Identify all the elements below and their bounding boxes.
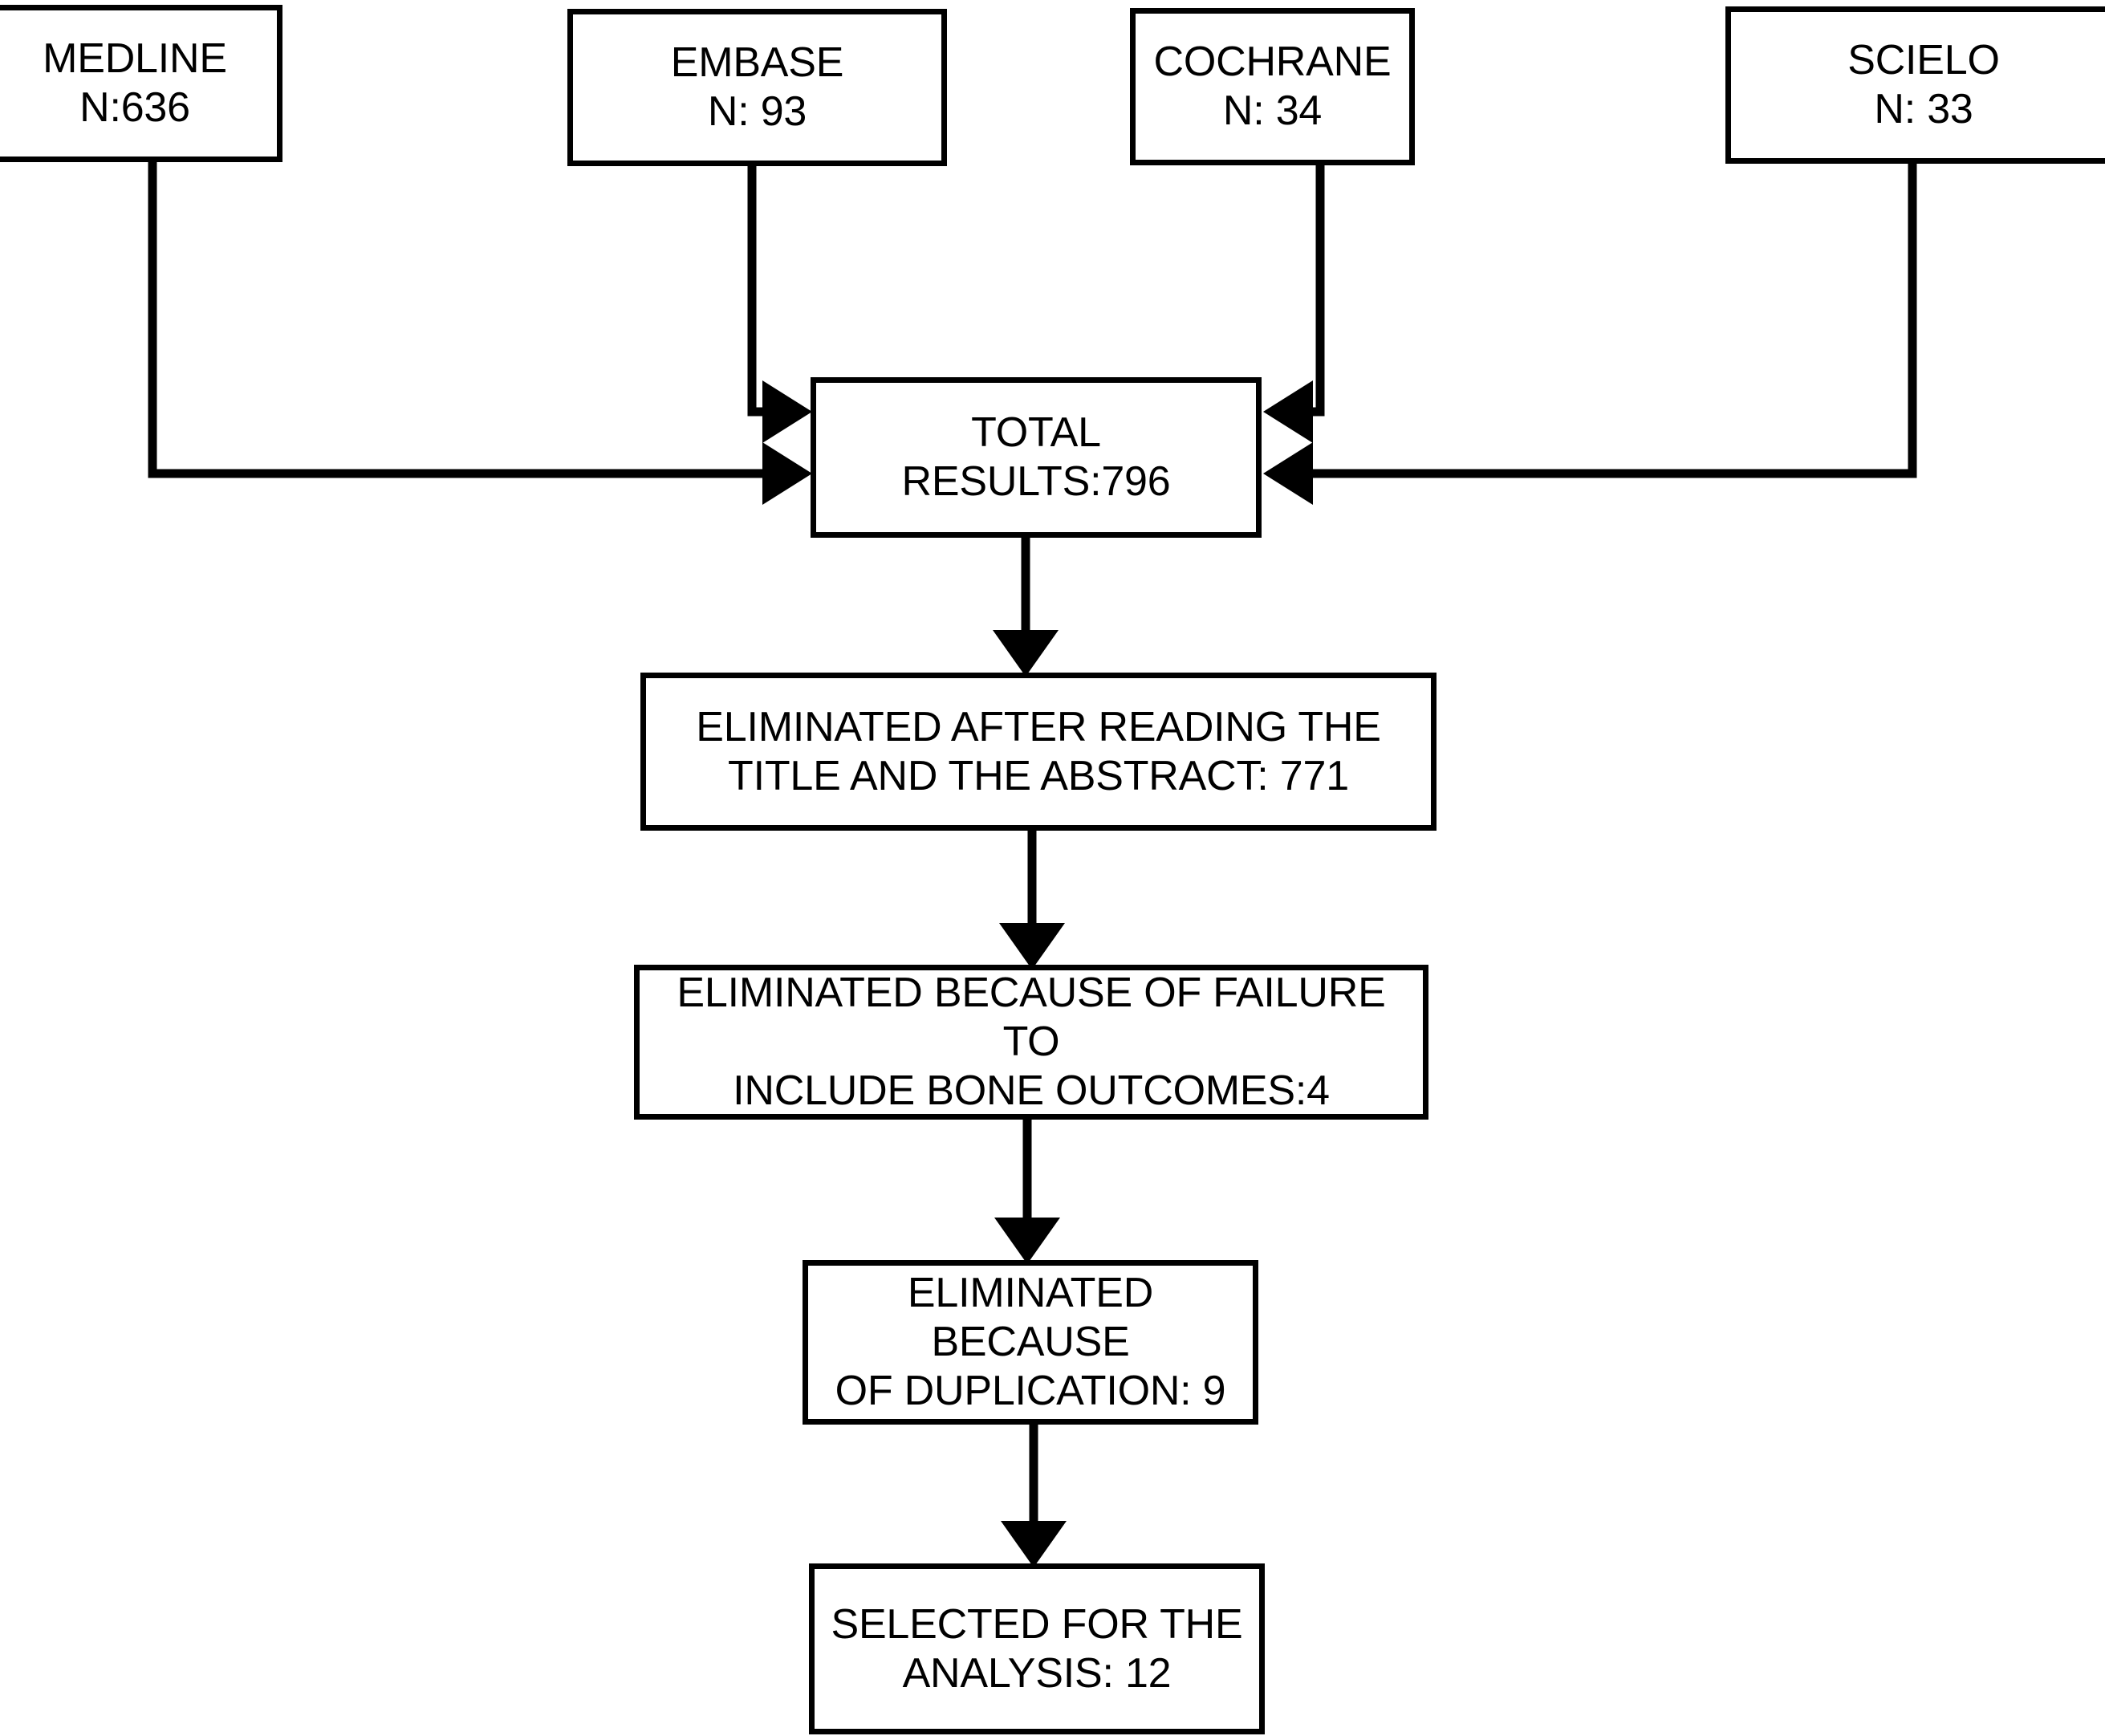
source-box-medline[interactable]: MEDLINE N:636 — [0, 5, 282, 162]
arrowhead-elim-dup-to-selected — [1001, 1521, 1067, 1567]
arrowhead-embase-to-total — [762, 380, 812, 443]
arrowhead-medline-to-total — [762, 442, 812, 505]
node-total-results[interactable]: TOTAL RESULTS:796 — [811, 377, 1262, 538]
source-box-embase-label: EMBASE N: 93 — [670, 39, 844, 135]
source-box-scielo[interactable]: SCIELO N: 33 — [1725, 6, 2105, 164]
source-box-embase[interactable]: EMBASE N: 93 — [567, 9, 947, 166]
node-eliminated-title-abstract-label: ELIMINATED AFTER READING THE TITLE AND T… — [696, 703, 1381, 799]
source-box-cochrane-label: COCHRANE N: 34 — [1153, 39, 1392, 134]
arrowhead-elim-bone-to-elim-dup — [994, 1218, 1060, 1264]
arrowhead-elim-title-to-elim-bone — [999, 923, 1065, 970]
edge-cochrane-to-total — [1273, 165, 1325, 417]
node-eliminated-bone-outcomes[interactable]: ELIMINATED BECAUSE OF FAILURE TO INCLUDE… — [634, 965, 1428, 1120]
source-box-cochrane[interactable]: COCHRANE N: 34 — [1130, 8, 1415, 165]
arrowhead-cochrane-to-total — [1263, 380, 1313, 443]
edge-embase-to-total — [747, 166, 803, 417]
edge-medline-to-total — [148, 162, 803, 478]
edge-scielo-to-total — [1273, 164, 1917, 478]
node-eliminated-title-abstract[interactable]: ELIMINATED AFTER READING THE TITLE AND T… — [640, 673, 1437, 831]
node-eliminated-bone-outcomes-label: ELIMINATED BECAUSE OF FAILURE TO INCLUDE… — [677, 970, 1386, 1114]
arrowhead-scielo-to-total — [1263, 442, 1313, 505]
node-eliminated-duplication[interactable]: ELIMINATED BECAUSE OF DUPLICATION: 9 — [803, 1260, 1258, 1425]
node-selected-for-analysis[interactable]: SELECTED FOR THE ANALYSIS: 12 — [809, 1563, 1265, 1734]
source-box-medline-label: MEDLINE N:636 — [43, 35, 227, 131]
node-eliminated-duplication-label: ELIMINATED BECAUSE OF DUPLICATION: 9 — [835, 1270, 1226, 1414]
source-box-scielo-label: SCIELO N: 33 — [1847, 37, 2000, 132]
arrowhead-total-to-elim-title — [993, 630, 1059, 677]
node-total-results-label: TOTAL RESULTS:796 — [901, 409, 1171, 505]
node-selected-for-analysis-label: SELECTED FOR THE ANALYSIS: 12 — [831, 1600, 1243, 1697]
